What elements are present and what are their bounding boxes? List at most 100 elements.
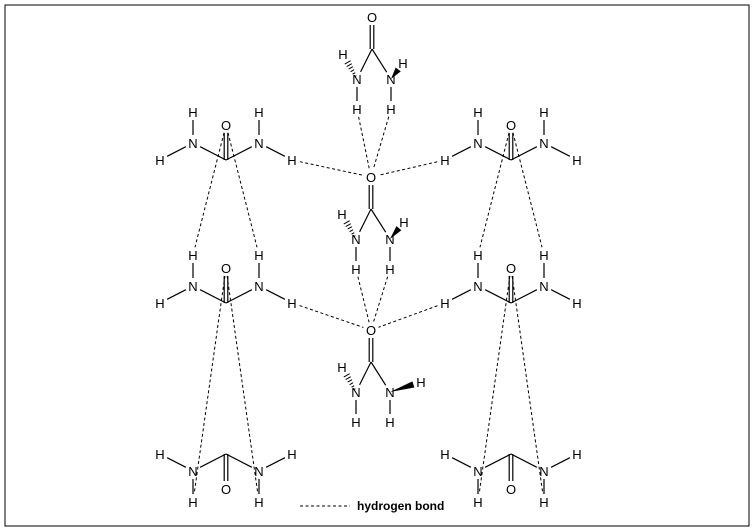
hydrogen-atom: H: [287, 296, 296, 311]
hydrogen-atom: H: [386, 102, 395, 117]
h-bond: [478, 275, 511, 495]
c-n-bond: [484, 146, 512, 161]
hydrogen-atom: H: [473, 495, 482, 510]
c-n-bond: [199, 146, 227, 161]
n-h-bond: [550, 457, 571, 468]
hydrogen-atom: H: [352, 102, 361, 117]
hydrogen-atom: H: [155, 153, 164, 168]
c-n-bond: [199, 453, 227, 468]
c-n-bond: [225, 146, 253, 161]
oxygen-atom: O: [506, 118, 516, 133]
hashed-n-h-bond: [343, 373, 356, 391]
h-bond: [193, 275, 226, 495]
nitrogen-atom: N: [386, 72, 395, 87]
c-n-bond: [225, 289, 253, 304]
hydrogen-atom: H: [440, 447, 449, 462]
nitrogen-atom: N: [254, 136, 263, 151]
hashed-n-h-bond: [343, 220, 356, 238]
hydrogen-atom: H: [572, 153, 581, 168]
legend-label: hydrogen bond: [357, 499, 444, 513]
h-bond: [299, 161, 364, 176]
hydrogen-atom: H: [351, 415, 360, 430]
nitrogen-atom: N: [352, 72, 361, 87]
hydrogen-atom: H: [155, 296, 164, 311]
nitrogen-atom: N: [385, 385, 394, 400]
n-h-bond: [550, 146, 571, 157]
nitrogen-atom: N: [254, 464, 263, 479]
c-n-bond: [510, 453, 538, 468]
n-h-bond: [265, 457, 286, 468]
hydrogen-atom: H: [155, 447, 164, 462]
nitrogen-atom: N: [254, 279, 263, 294]
c-n-bond: [370, 361, 387, 386]
oxygen-atom: O: [366, 323, 376, 338]
hydrogen-atom: H: [351, 262, 360, 277]
hydrogen-atom: H: [399, 215, 408, 230]
hydrogen-atom: H: [539, 105, 548, 120]
hydrogen-atom: H: [188, 495, 197, 510]
hydrogen-atom: H: [440, 296, 449, 311]
h-bond: [479, 132, 510, 248]
oxygen-atom: O: [506, 482, 516, 497]
covalent-bonds: [166, 25, 571, 494]
hydrogen-atom: H: [473, 105, 482, 120]
hydrogen-atom: H: [287, 447, 296, 462]
oxygen-atom: O: [506, 261, 516, 276]
nitrogen-atom: N: [351, 385, 360, 400]
hydrogen-atom: H: [572, 296, 581, 311]
c-n-bond: [370, 208, 387, 233]
nitrogen-atom: N: [539, 464, 548, 479]
n-h-bond: [451, 457, 472, 468]
h-bond: [226, 275, 259, 495]
h-bond: [372, 116, 390, 170]
wedge-n-h-bond: [390, 226, 402, 239]
hydrogen-atom: H: [385, 415, 394, 430]
c-n-bond: [199, 289, 227, 304]
h-bond: [357, 276, 370, 323]
h-bond: [372, 276, 389, 323]
nitrogen-atom: N: [539, 279, 548, 294]
c-n-bond: [359, 208, 372, 233]
nitrogen-atom: N: [473, 136, 482, 151]
hydrogen-atom: H: [440, 153, 449, 168]
hydrogen-atom: H: [287, 153, 296, 168]
n-h-bond: [166, 146, 187, 157]
nitrogen-atom: N: [473, 464, 482, 479]
hydrogen-atom: H: [385, 262, 394, 277]
h-bond: [299, 305, 364, 328]
h-bond: [358, 116, 370, 170]
n-h-bond: [451, 146, 472, 157]
oxygen-atom: O: [366, 170, 376, 185]
nitrogen-atom: N: [188, 136, 197, 151]
hashed-n-h-bond: [344, 60, 357, 78]
n-h-bond: [166, 289, 187, 300]
hydrogen-atom: H: [338, 47, 347, 62]
c-n-bond: [484, 289, 512, 304]
h-bond: [378, 305, 438, 328]
h-bond: [378, 161, 438, 176]
n-h-bond: [166, 457, 187, 468]
hydrogen-atom: H: [254, 105, 263, 120]
legend: hydrogen bond: [300, 499, 444, 513]
nitrogen-atom: N: [351, 232, 360, 247]
oxygen-atom: O: [221, 118, 231, 133]
c-n-bond: [484, 453, 512, 468]
n-h-bond: [265, 289, 286, 300]
hydrogen-atom: H: [337, 207, 346, 222]
c-n-bond: [359, 361, 372, 386]
hydrogen-atom: H: [539, 495, 548, 510]
hydrogen-atom: H: [337, 360, 346, 375]
c-n-bond: [360, 48, 373, 73]
h-bond: [512, 132, 543, 248]
h-bond: [194, 132, 225, 248]
hydrogen-atom: H: [539, 248, 548, 263]
n-h-bond: [265, 146, 286, 157]
oxygen-atom: O: [367, 10, 377, 25]
n-h-bond: [451, 289, 472, 300]
hydrogen-atom: H: [398, 56, 407, 71]
c-n-bond: [510, 289, 538, 304]
nitrogen-atom: N: [539, 136, 548, 151]
hydrogen-atom: H: [416, 375, 425, 390]
